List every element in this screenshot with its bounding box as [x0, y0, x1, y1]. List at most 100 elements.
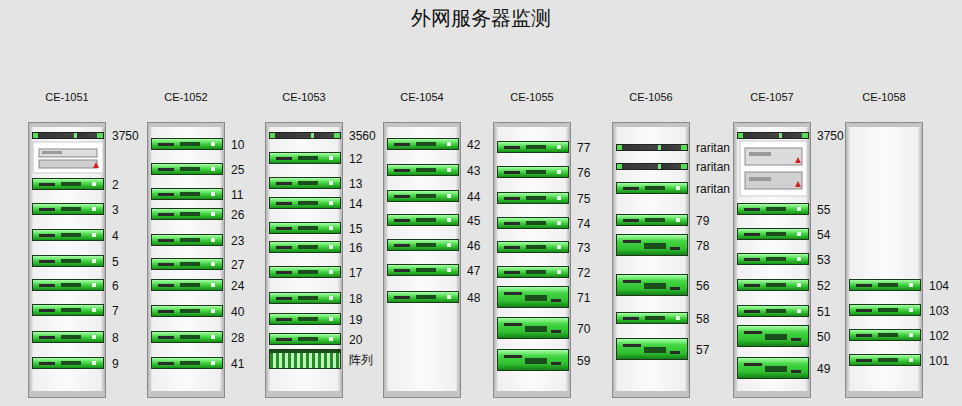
rack-label: CE-1058 [826, 90, 942, 104]
server-label: 72 [577, 266, 590, 280]
server-unit: 5 [32, 255, 104, 267]
server-label: raritan [696, 141, 730, 155]
device-photo [740, 141, 807, 196]
server-label: 23 [231, 234, 244, 248]
server-unit: 3 [32, 203, 104, 215]
server-label: 3 [112, 203, 119, 217]
server-label: 101 [929, 354, 949, 368]
server-unit: 14 [269, 197, 341, 209]
server-unit: 51 [737, 305, 809, 317]
rack-label: CE-1051 [9, 90, 125, 104]
server-unit: 15 [269, 222, 341, 234]
rack-fill [383, 122, 461, 398]
rack-base [265, 391, 343, 398]
server-label: 48 [467, 291, 480, 305]
server-unit: 19 [269, 313, 341, 325]
server-unit: 25 [151, 163, 223, 175]
rack-base [845, 391, 923, 398]
server-unit: 102 [849, 329, 921, 341]
server-unit: 104 [849, 279, 921, 291]
server-unit: 24 [151, 279, 223, 291]
server-rack: CE-105210251126232724402841 [147, 122, 225, 398]
server-unit: 49 [737, 357, 809, 379]
server-label: 20 [349, 333, 362, 347]
server-unit: 4 [32, 229, 104, 241]
server-rack: CE-1058104103102101 [845, 122, 923, 398]
server-label: 18 [349, 292, 362, 306]
server-label: 104 [929, 279, 949, 293]
server-label: 45 [467, 214, 480, 228]
server-label: 42 [467, 138, 480, 152]
server-unit: raritan [616, 182, 688, 194]
rack-base [28, 391, 106, 398]
server-unit: 52 [737, 279, 809, 291]
rack-fill [28, 122, 106, 398]
diagram-title: 外网服务器监测 [0, 5, 962, 31]
server-unit: 55 [737, 203, 809, 215]
server-label: 46 [467, 239, 480, 253]
server-label: 19 [349, 313, 362, 327]
server-unit: 47 [387, 264, 459, 276]
server-unit: 9 [32, 357, 104, 369]
server-label: 3560 [349, 129, 376, 143]
server-label: 49 [817, 362, 830, 376]
device-unit [745, 172, 802, 189]
rack-fill [612, 122, 690, 398]
server-label: 53 [817, 253, 830, 267]
server-label: 76 [577, 166, 590, 180]
device-detail [749, 152, 771, 156]
server-unit: 12 [269, 152, 341, 164]
photo-frame [740, 141, 807, 196]
rack-label: CE-1057 [714, 90, 830, 104]
server-label: 10 [231, 138, 244, 152]
server-unit: 71 [497, 286, 569, 308]
server-label: 6 [112, 279, 119, 293]
server-label: 56 [696, 279, 709, 293]
server-rack: CE-1051375023456789 [28, 122, 106, 398]
server-unit: 8 [32, 331, 104, 343]
server-unit: 20 [269, 333, 341, 345]
server-label: 102 [929, 329, 949, 343]
server-unit: 50 [737, 325, 809, 347]
device-logo [795, 181, 801, 187]
server-unit: 41 [151, 357, 223, 369]
rack-label: CE-1053 [246, 90, 362, 104]
server-unit: 103 [849, 304, 921, 316]
server-label: 11 [231, 188, 243, 202]
disk-array: 阵列 [269, 349, 341, 369]
rack-base [383, 391, 461, 398]
server-label: 50 [817, 330, 830, 344]
server-label: 24 [231, 279, 244, 293]
server-unit: 73 [497, 241, 569, 253]
device-detail [749, 177, 771, 181]
server-unit: 57 [616, 338, 688, 360]
server-unit: 70 [497, 317, 569, 339]
rack-label: CE-1055 [474, 90, 590, 104]
server-unit: 54 [737, 228, 809, 240]
server-unit: 27 [151, 258, 223, 270]
rack-base [733, 391, 811, 398]
server-label: 17 [349, 266, 362, 280]
network-switch: 3750 [32, 132, 104, 139]
server-unit: 48 [387, 291, 459, 303]
server-label: 9 [112, 357, 119, 371]
server-unit: 10 [151, 138, 223, 150]
server-unit: 7 [32, 304, 104, 316]
device-detail [42, 151, 62, 154]
server-label: 74 [577, 217, 590, 231]
server-unit: 45 [387, 214, 459, 226]
server-unit: 46 [387, 239, 459, 251]
server-label: 28 [231, 331, 244, 345]
server-unit: 40 [151, 305, 223, 317]
rack-label: CE-1052 [128, 90, 244, 104]
device-logo [93, 162, 99, 168]
network-switch: raritan [616, 144, 688, 151]
server-unit: 56 [616, 274, 688, 296]
server-unit: 75 [497, 192, 569, 204]
server-unit: 43 [387, 164, 459, 176]
rack-fill [493, 122, 571, 398]
server-unit: 79 [616, 214, 688, 226]
server-label: 12 [349, 152, 362, 166]
device-logo [795, 157, 801, 163]
server-label: 77 [577, 141, 590, 155]
